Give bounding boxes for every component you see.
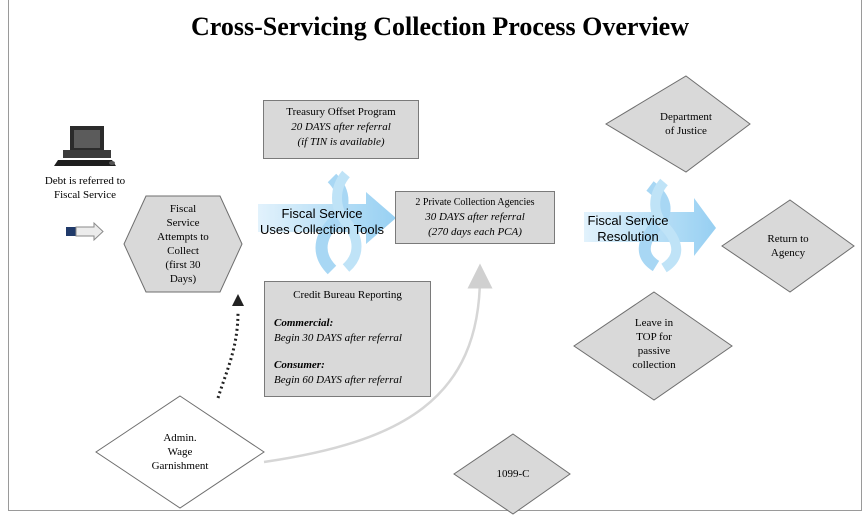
pca-box: 2 Private Collection Agencies 30 DAYS af… bbox=[395, 191, 555, 244]
awg-to-pca-arrow bbox=[263, 263, 493, 464]
pca-duration: (270 days each PCA) bbox=[428, 226, 522, 238]
resolution-arrow bbox=[584, 178, 716, 273]
resolution-line-1: Fiscal Service bbox=[587, 213, 669, 228]
awg-diamond bbox=[95, 395, 265, 509]
referral-label: Debt is referred to Fiscal Service bbox=[20, 174, 150, 202]
input-arrow-icon bbox=[66, 221, 104, 242]
resolution-line-2: Resolution bbox=[597, 229, 659, 244]
awg-line-2: Wage bbox=[167, 446, 193, 458]
1099c-label: 1099-C bbox=[496, 468, 530, 480]
computer-icon bbox=[54, 126, 116, 166]
referral-line-2: Fiscal Service bbox=[53, 189, 116, 201]
fiscal-attempts-hexagon bbox=[123, 195, 243, 293]
slide-frame bbox=[8, 0, 862, 511]
leave-top-line: passive bbox=[637, 345, 671, 357]
referral-line-1: Debt is referred to bbox=[44, 175, 126, 187]
leave-top-label: Leave in TOP for passive collection bbox=[614, 316, 694, 372]
consumer-text: Begin 60 DAYS after referral bbox=[274, 374, 402, 386]
commercial-label: Commercial: bbox=[274, 317, 334, 329]
awg-line-1: Admin. bbox=[163, 432, 197, 444]
fiscal-attempts-label: Fiscal Service Attempts to Collect (firs… bbox=[140, 202, 226, 286]
awg-to-hexagon-arrow bbox=[216, 294, 244, 399]
doj-line-1: Department bbox=[660, 111, 712, 123]
collection-tools-label: Fiscal Service Uses Collection Tools bbox=[252, 206, 392, 238]
resolution-label: Fiscal Service Resolution bbox=[580, 213, 676, 245]
collection-tools-line-2: Uses Collection Tools bbox=[259, 222, 385, 237]
leave-top-line: Leave in bbox=[634, 317, 674, 329]
fiscal-attempts-line: Fiscal bbox=[169, 203, 197, 215]
pca-title: 2 Private Collection Agencies bbox=[415, 197, 535, 208]
credit-heading: Credit Bureau Reporting bbox=[293, 289, 402, 301]
return-agency-label: Return to Agency bbox=[744, 232, 832, 260]
fiscal-attempts-line: Service bbox=[166, 217, 200, 229]
doj-line-2: of Justice bbox=[665, 125, 707, 137]
collection-tools-line-1: Fiscal Service bbox=[281, 206, 363, 221]
fiscal-attempts-line: (first 30 bbox=[165, 259, 201, 271]
consumer-label: Consumer: bbox=[274, 359, 325, 371]
commercial-text: Begin 30 DAYS after referral bbox=[274, 332, 402, 344]
return-agency-line-2: Agency bbox=[770, 247, 806, 259]
top-timing: 20 DAYS after referral bbox=[291, 121, 391, 133]
credit-bureau-box: Credit Bureau Reporting Commercial: Begi… bbox=[264, 281, 431, 397]
return-agency-line-1: Return to bbox=[767, 233, 809, 245]
1099c-diamond bbox=[453, 433, 571, 515]
fiscal-attempts-line: Collect bbox=[167, 245, 199, 257]
top-condition: (if TIN is available) bbox=[297, 136, 385, 148]
fiscal-attempts-line: Attempts to bbox=[157, 231, 209, 243]
page-title: Cross-Servicing Collection Process Overv… bbox=[191, 12, 689, 41]
collection-tools-arrow bbox=[258, 170, 396, 275]
doj-diamond bbox=[605, 75, 751, 173]
pca-timing: 30 DAYS after referral bbox=[425, 211, 525, 223]
fiscal-attempts-line: Days) bbox=[169, 273, 197, 285]
return-agency-diamond bbox=[721, 199, 855, 293]
treasury-offset-box: Treasury Offset Program 20 DAYS after re… bbox=[263, 100, 419, 159]
leave-top-diamond bbox=[573, 291, 733, 401]
leave-top-line: collection bbox=[632, 359, 676, 371]
top-title: Treasury Offset Program bbox=[286, 106, 396, 118]
awg-line-3: Garnishment bbox=[151, 460, 209, 472]
leave-top-line: TOP for bbox=[636, 331, 672, 343]
awg-label: Admin. Wage Garnishment bbox=[136, 431, 224, 473]
doj-label: Department of Justice bbox=[636, 110, 736, 138]
